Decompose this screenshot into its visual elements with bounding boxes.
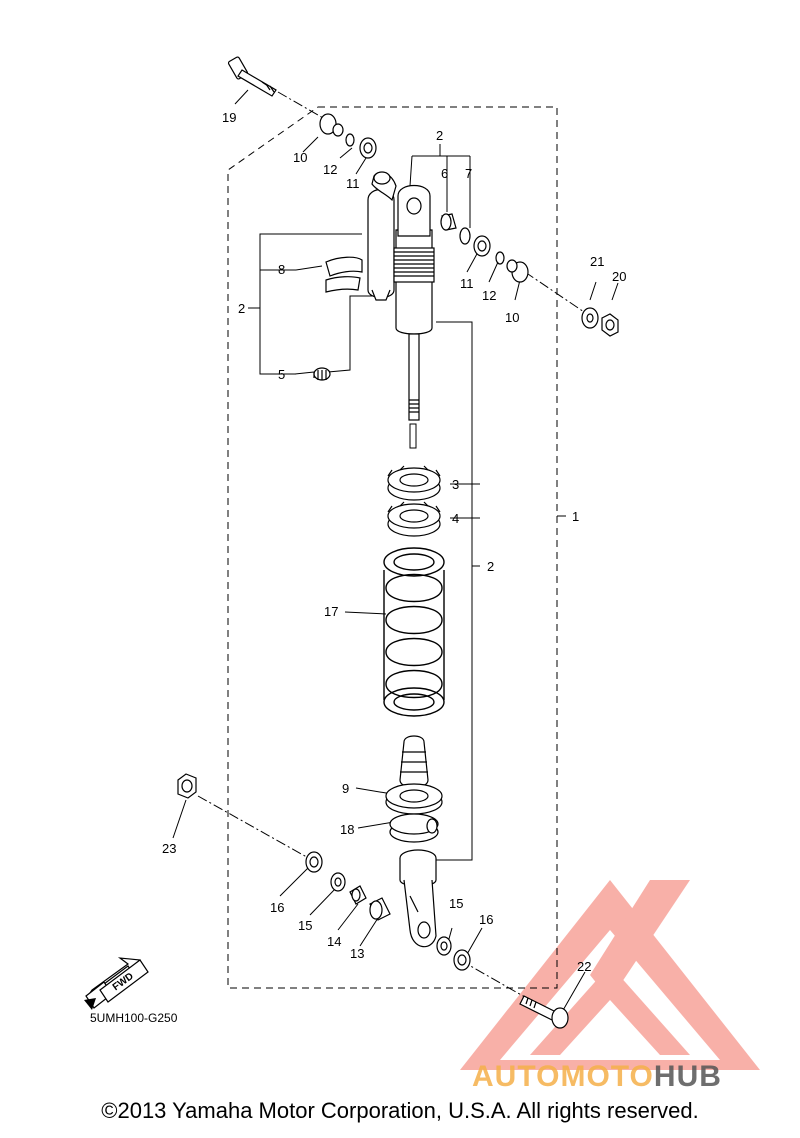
fwd-arrow-icon: FWD bbox=[84, 957, 149, 1010]
callout-7: 7 bbox=[465, 166, 472, 181]
callout-4: 4 bbox=[452, 511, 459, 526]
bearing-13 bbox=[369, 897, 391, 921]
callout-10-top: 10 bbox=[293, 150, 307, 165]
washer-21 bbox=[581, 307, 599, 329]
shock-absorber-body bbox=[367, 171, 435, 421]
washer-16-right bbox=[453, 949, 471, 971]
callout-20: 20 bbox=[612, 269, 626, 284]
callout-15-right: 15 bbox=[449, 896, 463, 911]
bolt-22 bbox=[519, 995, 569, 1029]
callout-21: 21 bbox=[590, 254, 604, 269]
callout-14: 14 bbox=[327, 934, 341, 949]
watermark-logo bbox=[460, 880, 760, 1070]
callout-13: 13 bbox=[350, 946, 364, 961]
callout-12-top: 12 bbox=[323, 162, 337, 177]
callout-17: 17 bbox=[324, 604, 338, 619]
band-8 bbox=[325, 256, 363, 293]
spacer-14 bbox=[349, 885, 367, 905]
assembly-outline bbox=[227, 106, 558, 989]
svg-text:AUTOMOTOHUB: AUTOMOTOHUB bbox=[472, 1060, 722, 1093]
callout-9: 9 bbox=[342, 781, 349, 796]
callout-11-right: 11 bbox=[460, 276, 474, 291]
callout-2-left: 2 bbox=[238, 301, 245, 316]
callout-12-right: 12 bbox=[482, 288, 496, 303]
watermark-brand-part2: HUB bbox=[654, 1060, 722, 1093]
bushing-15-right bbox=[436, 936, 452, 956]
copyright-notice: ©2013 Yamaha Motor Corporation, U.S.A. A… bbox=[101, 1098, 699, 1123]
bracket-lines bbox=[172, 89, 619, 1013]
bolt-19 bbox=[227, 56, 277, 97]
adjusting-nut-3 bbox=[387, 465, 441, 501]
pin bbox=[409, 423, 417, 449]
callout-2-top: 2 bbox=[436, 128, 443, 143]
callout-2-right: 2 bbox=[487, 559, 494, 574]
callout-10-right: 10 bbox=[505, 310, 519, 325]
valve-5 bbox=[313, 367, 331, 381]
spring-guide-18 bbox=[389, 813, 439, 843]
callout-11-top: 11 bbox=[346, 176, 360, 191]
lower-clevis bbox=[399, 849, 437, 948]
seal-11-top bbox=[359, 137, 377, 159]
callout-19: 19 bbox=[222, 110, 236, 125]
callout-22: 22 bbox=[577, 959, 591, 974]
watermark-brand: AUTOMOTOHUB bbox=[472, 1060, 722, 1093]
callout-3: 3 bbox=[452, 477, 459, 492]
o-ring-12-right bbox=[495, 251, 505, 265]
diagram-code: 5UMH100-G250 bbox=[90, 1011, 178, 1025]
spring-seat-9 bbox=[385, 783, 443, 815]
washer-16-left bbox=[305, 851, 323, 873]
callout-15-left: 15 bbox=[298, 918, 312, 933]
bushing-15-left bbox=[330, 872, 346, 892]
nut-20 bbox=[601, 313, 619, 337]
callout-5: 5 bbox=[278, 367, 285, 382]
collar-10-top bbox=[319, 113, 344, 137]
callout-16-left: 16 bbox=[270, 900, 284, 915]
callout-23: 23 bbox=[162, 841, 176, 856]
seal-11-right bbox=[473, 235, 491, 257]
o-ring-12-top bbox=[345, 133, 355, 147]
callout-16-right: 16 bbox=[479, 912, 493, 927]
bump-stopper bbox=[399, 735, 429, 789]
collar-6 bbox=[440, 213, 457, 231]
callout-labels: 19 10 12 11 2 6 7 8 2 5 11 12 10 21 20 3… bbox=[162, 110, 626, 974]
callout-6: 6 bbox=[441, 166, 448, 181]
spring-17 bbox=[383, 547, 445, 717]
watermark-brand-part1: AUTOMOTO bbox=[472, 1060, 654, 1093]
ring-7 bbox=[459, 227, 471, 245]
callout-8: 8 bbox=[278, 262, 285, 277]
collar-10-right bbox=[506, 259, 529, 283]
nut-23 bbox=[177, 773, 197, 799]
callout-1: 1 bbox=[572, 509, 579, 524]
locknut-4 bbox=[387, 501, 441, 537]
axis-lines bbox=[197, 91, 591, 1001]
callout-18: 18 bbox=[340, 822, 354, 837]
